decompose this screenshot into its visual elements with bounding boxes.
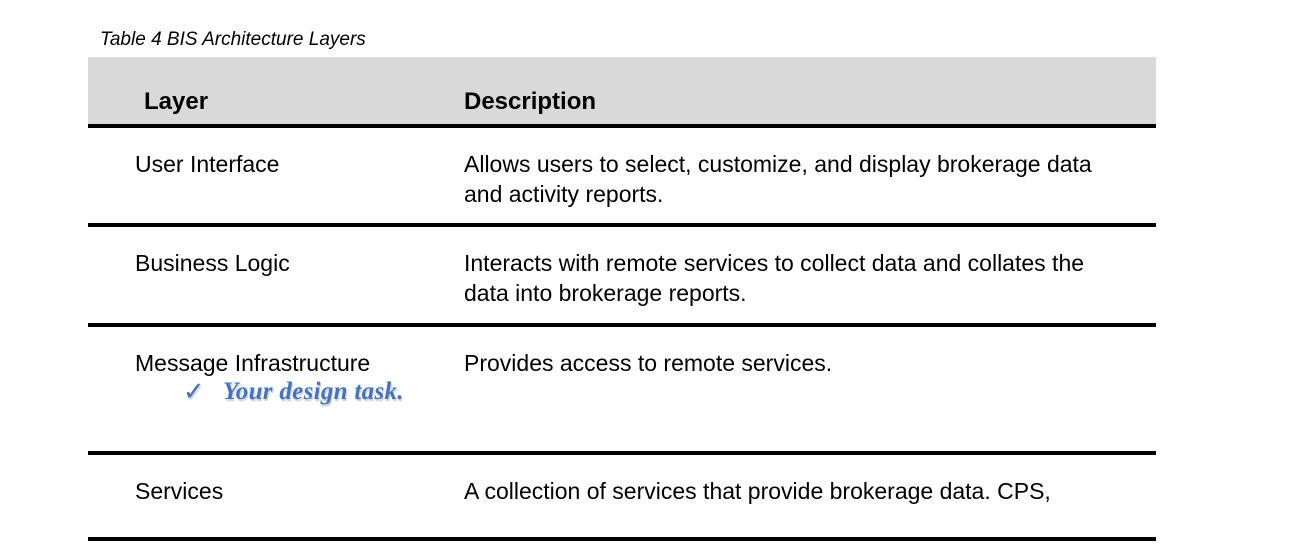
bis-architecture-layers-table: Layer Description User Interface Allows … bbox=[88, 57, 1156, 541]
table-row: Services A collection of services that p… bbox=[88, 455, 1156, 537]
cell-layer: User Interface bbox=[135, 151, 280, 177]
column-header-layer: Layer bbox=[144, 88, 209, 115]
table-row: Business Logic Interacts with remote ser… bbox=[88, 227, 1156, 323]
row-separator bbox=[88, 323, 1156, 327]
row-separator bbox=[88, 223, 1156, 227]
row-separator bbox=[88, 451, 1156, 455]
cell-description: A collection of services that provide br… bbox=[464, 478, 1051, 504]
header-rule bbox=[88, 124, 1156, 128]
table-header-row: Layer Description bbox=[88, 57, 1156, 124]
cell-description: Allows users to select, customize, and d… bbox=[464, 151, 1092, 207]
cell-layer: Message Infrastructure bbox=[135, 350, 371, 376]
design-task-label: Your design task. bbox=[223, 378, 404, 405]
cell-layer: Business Logic bbox=[135, 250, 290, 276]
table-caption: Table 4 BIS Architecture Layers bbox=[100, 29, 366, 50]
cell-layer: Services bbox=[135, 478, 224, 504]
column-header-description: Description bbox=[464, 88, 597, 115]
check-icon: ✓ bbox=[183, 377, 205, 407]
cell-description: Provides access to remote services. bbox=[464, 350, 833, 376]
table-bottom-rule bbox=[88, 537, 1156, 541]
design-task-annotation: ✓ Your design task. bbox=[183, 378, 404, 406]
cell-description: Interacts with remote services to collec… bbox=[464, 250, 1085, 306]
table-row: User Interface Allows users to select, c… bbox=[88, 128, 1156, 223]
table-row: Message Infrastructure Provides access t… bbox=[88, 327, 1156, 451]
